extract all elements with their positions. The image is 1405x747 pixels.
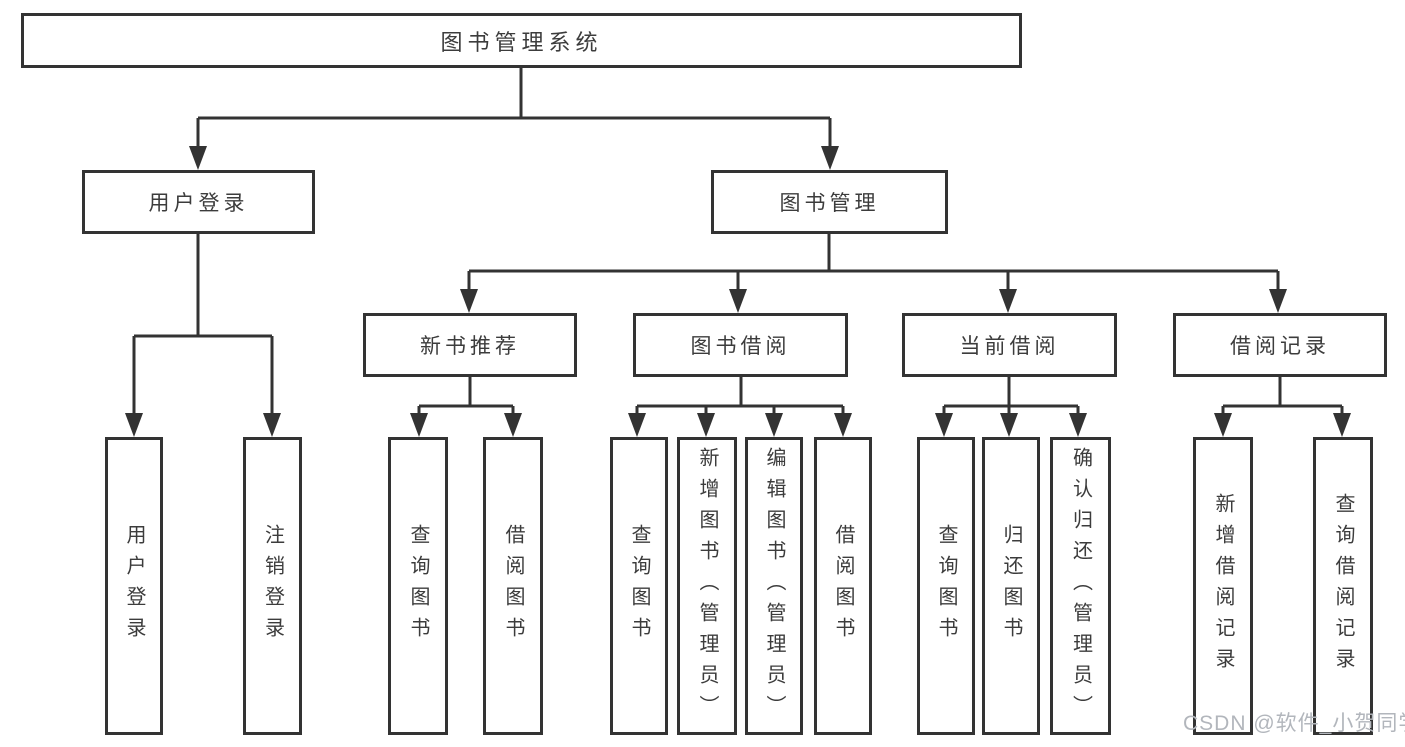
leaf-recommend-borrow-book: 借阅图书 xyxy=(483,437,543,735)
connector-lines xyxy=(132,68,1344,418)
leaf-return-book: 归还图书 xyxy=(982,437,1040,735)
leaf-return-book-label: 归还图书 xyxy=(1000,524,1022,648)
leaf-add-borrow-record-label: 新增借阅记录 xyxy=(1212,493,1234,679)
leaf-recommend-query-book: 查询图书 xyxy=(388,437,448,735)
leaf-current-query-book-label: 查询图书 xyxy=(935,524,957,648)
csdn-watermark: CSDN @软件_小贺同学 xyxy=(1183,712,1405,735)
node-book-borrow-label: 图书借阅 xyxy=(690,335,791,358)
leaf-recommend-borrow-book-label: 借阅图书 xyxy=(502,524,524,648)
leaf-logout: 注销登录 xyxy=(243,437,302,735)
node-book-borrow: 图书借阅 xyxy=(633,313,848,377)
leaf-add-book-admin: 新增图书（管理员） xyxy=(677,437,737,735)
node-new-book-recommend: 新书推荐 xyxy=(363,313,577,377)
node-new-book-recommend-label: 新书推荐 xyxy=(420,335,520,358)
node-system-root-label: 图书管理系统 xyxy=(440,29,603,55)
leaf-edit-book-admin: 编辑图书（管理员） xyxy=(745,437,803,735)
leaf-edit-book-admin-label: 编辑图书（管理员） xyxy=(763,446,785,726)
leaf-logout-label: 注销登录 xyxy=(261,524,284,648)
node-system-root: 图书管理系统 xyxy=(21,13,1022,68)
node-borrow-records: 借阅记录 xyxy=(1173,313,1387,377)
node-book-management-label: 图书管理 xyxy=(779,192,880,215)
leaf-recommend-query-book-label: 查询图书 xyxy=(407,524,429,648)
arrowhead-icons xyxy=(125,146,1351,437)
leaf-borrow-book-label: 借阅图书 xyxy=(832,524,854,648)
leaf-confirm-return-admin: 确认归还（管理员） xyxy=(1050,437,1111,735)
leaf-user-login-label: 用户登录 xyxy=(123,524,145,648)
node-current-borrow-label: 当前借阅 xyxy=(959,335,1060,358)
leaf-query-borrow-record-label: 查询借阅记录 xyxy=(1332,493,1354,679)
leaf-current-query-book: 查询图书 xyxy=(917,437,975,735)
leaf-borrow-query-book: 查询图书 xyxy=(610,437,668,735)
node-user-login-label: 用户登录 xyxy=(148,192,249,215)
leaf-user-login: 用户登录 xyxy=(105,437,163,735)
node-book-management: 图书管理 xyxy=(711,170,948,234)
node-borrow-records-label: 借阅记录 xyxy=(1230,335,1330,358)
leaf-add-borrow-record: 新增借阅记录 xyxy=(1193,437,1253,735)
leaf-query-borrow-record: 查询借阅记录 xyxy=(1313,437,1373,735)
node-current-borrow: 当前借阅 xyxy=(902,313,1117,377)
leaf-add-book-admin-label: 新增图书（管理员） xyxy=(696,446,718,726)
leaf-confirm-return-admin-label: 确认归还（管理员） xyxy=(1069,446,1092,726)
leaf-borrow-book: 借阅图书 xyxy=(814,437,872,735)
leaf-borrow-query-book-label: 查询图书 xyxy=(628,524,650,648)
node-user-login: 用户登录 xyxy=(82,170,315,234)
